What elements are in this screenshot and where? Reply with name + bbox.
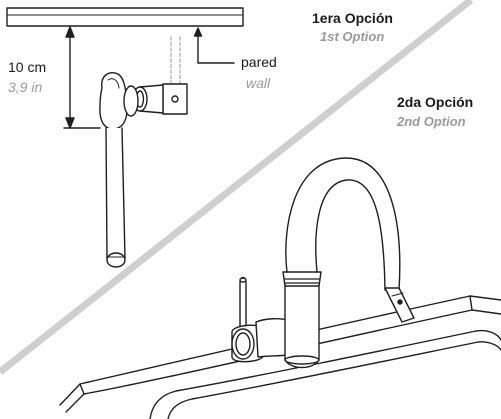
wall-mount-faucet (6, 7, 244, 268)
option2-subtitle: 2nd Option (397, 114, 466, 129)
sink-faucet (59, 157, 501, 419)
option1-title: 1era Opción (312, 10, 393, 26)
gooseneck-spout (285, 157, 401, 291)
wall-leader (197, 29, 235, 64)
option1-subtitle: 1st Option (320, 29, 385, 44)
wall-label-en: wall (246, 75, 271, 91)
faucet-column (284, 284, 320, 369)
measure-imperial: 3,9 in (8, 79, 43, 95)
wall-label: pared (241, 54, 277, 70)
measure-metric: 10 cm (8, 59, 47, 75)
option-divider (0, 0, 474, 375)
wall-bar (6, 7, 244, 27)
spout (105, 127, 126, 267)
option2-title: 2da Opción (397, 94, 474, 110)
spray-head (384, 287, 415, 323)
handle (99, 71, 128, 130)
